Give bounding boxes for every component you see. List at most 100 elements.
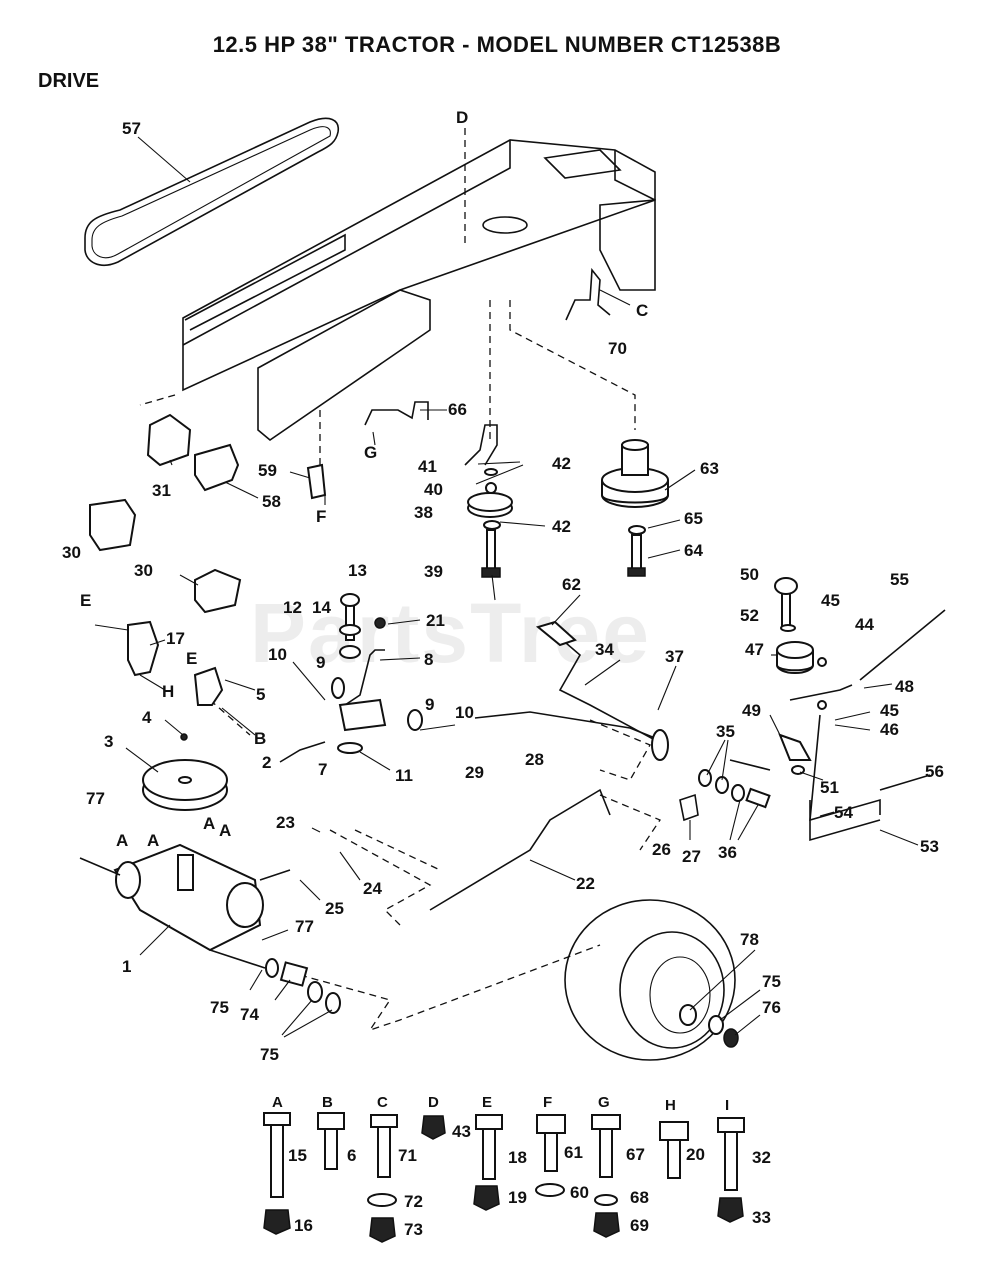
callout-75a: 75 <box>762 972 781 991</box>
callout-45a: 45 <box>821 591 840 610</box>
callout-36: 36 <box>718 843 737 862</box>
callout-42a: 42 <box>552 454 571 473</box>
callout-75b: 75 <box>210 998 229 1017</box>
callout-74: 74 <box>240 1005 259 1024</box>
callout-64: 64 <box>684 541 703 560</box>
washer-75a <box>265 958 279 978</box>
callout-47: 47 <box>745 640 764 659</box>
callout-4: 4 <box>142 708 152 727</box>
callout-14: 14 <box>312 598 331 617</box>
washer-75-wheel <box>708 1015 724 1035</box>
callout-7: 7 <box>318 760 327 779</box>
page-title: 12.5 HP 38" TRACTOR - MODEL NUMBER CT125… <box>212 32 782 57</box>
hw-letter-I: I <box>725 1097 729 1114</box>
callout-9a: 9 <box>316 653 325 672</box>
callout-46: 46 <box>880 720 899 739</box>
hw-bolt-B: 6 <box>347 1146 356 1165</box>
callout-17: 17 <box>166 629 185 648</box>
callout-9b: 9 <box>425 695 434 714</box>
rear-wheel <box>564 899 736 1061</box>
callout-70: 70 <box>608 339 627 358</box>
callout-59: 59 <box>258 461 277 480</box>
callout-C: C <box>636 301 648 320</box>
hw-letter-G: G <box>598 1094 610 1111</box>
washer-36a <box>731 784 745 802</box>
bracket-5 <box>193 666 224 706</box>
hw-nut-E: 19 <box>508 1188 527 1207</box>
callout-77b: 77 <box>295 917 314 936</box>
hw-letter-D: D <box>428 1094 439 1111</box>
callout-62: 62 <box>562 575 581 594</box>
callout-G: G <box>364 443 377 462</box>
callout-E1: E <box>80 591 91 610</box>
callout-27: 27 <box>682 847 701 866</box>
hw-bolt-I: 32 <box>752 1148 771 1167</box>
callout-51: 51 <box>820 778 839 797</box>
callout-55: 55 <box>890 570 909 589</box>
callout-63: 63 <box>700 459 719 478</box>
spacer-36b <box>745 787 771 809</box>
hw-letter-C: C <box>377 1094 388 1111</box>
shift-lever-34 <box>535 620 669 761</box>
callout-21: 21 <box>426 611 445 630</box>
callout-78: 78 <box>740 930 759 949</box>
nut-76 <box>723 1028 739 1048</box>
bracket-31 <box>146 413 192 467</box>
bracket-30-lower <box>194 568 242 614</box>
callout-44: 44 <box>855 615 874 634</box>
hw-letter-E: E <box>482 1094 492 1111</box>
callout-57: 57 <box>122 119 141 138</box>
transaxle-pulley <box>142 733 228 811</box>
tractor-frame <box>182 139 656 442</box>
washer-75c <box>325 992 341 1014</box>
callout-41: 41 <box>418 457 437 476</box>
callout-30b: 30 <box>134 561 153 580</box>
callout-38: 38 <box>414 503 433 522</box>
callout-34: 34 <box>595 640 614 659</box>
callout-53: 53 <box>920 837 939 856</box>
callout-30a: 30 <box>62 543 81 562</box>
callout-2: 2 <box>262 753 271 772</box>
idler-bracket-41 <box>464 424 498 466</box>
callout-D: D <box>456 108 468 127</box>
hw-bolt-C: 71 <box>398 1146 417 1165</box>
callout-37: 37 <box>665 647 684 666</box>
callout-B: B <box>254 729 266 748</box>
callout-F: F <box>316 507 326 526</box>
callout-66: 66 <box>448 400 467 419</box>
hw-nut-C: 73 <box>404 1220 423 1239</box>
callout-1: 1 <box>122 957 131 976</box>
callout-58: 58 <box>262 492 281 511</box>
callout-26: 26 <box>652 840 671 859</box>
hw-letter-A: A <box>272 1094 283 1111</box>
hw-letter-B: B <box>322 1094 333 1111</box>
hw-letter-F: F <box>543 1094 552 1111</box>
callout-56: 56 <box>925 762 944 781</box>
bracket-58 <box>194 443 240 492</box>
callout-75c: 75 <box>260 1045 279 1064</box>
washer-75b <box>307 981 323 1003</box>
transaxle <box>79 843 291 969</box>
callout-50: 50 <box>740 565 759 584</box>
callout-A1: A <box>116 831 128 850</box>
callout-28: 28 <box>525 750 544 769</box>
spring-66 <box>364 401 429 426</box>
callout-H: H <box>162 682 174 701</box>
callout-31: 31 <box>152 481 171 500</box>
callout-10b: 10 <box>455 703 474 722</box>
hw-bolt-F: 61 <box>564 1143 583 1162</box>
rod-70 <box>565 267 611 321</box>
hw-washer-F: 60 <box>570 1183 589 1202</box>
bracket-17 <box>127 620 160 677</box>
hw-washer-C: 72 <box>404 1192 423 1211</box>
callout-77a: 77 <box>86 789 105 808</box>
rod-22 <box>429 788 611 911</box>
hw-nut-G: 69 <box>630 1216 649 1235</box>
bracket-30-upper <box>89 498 137 552</box>
engine-pulley <box>601 439 669 508</box>
callout-labels: 57 D C 70 66 G 41 42 40 38 42 39 63 65 6… <box>62 108 944 1064</box>
leader-lines <box>94 289 919 1038</box>
callout-52: 52 <box>740 606 759 625</box>
rod-28 <box>474 711 661 741</box>
